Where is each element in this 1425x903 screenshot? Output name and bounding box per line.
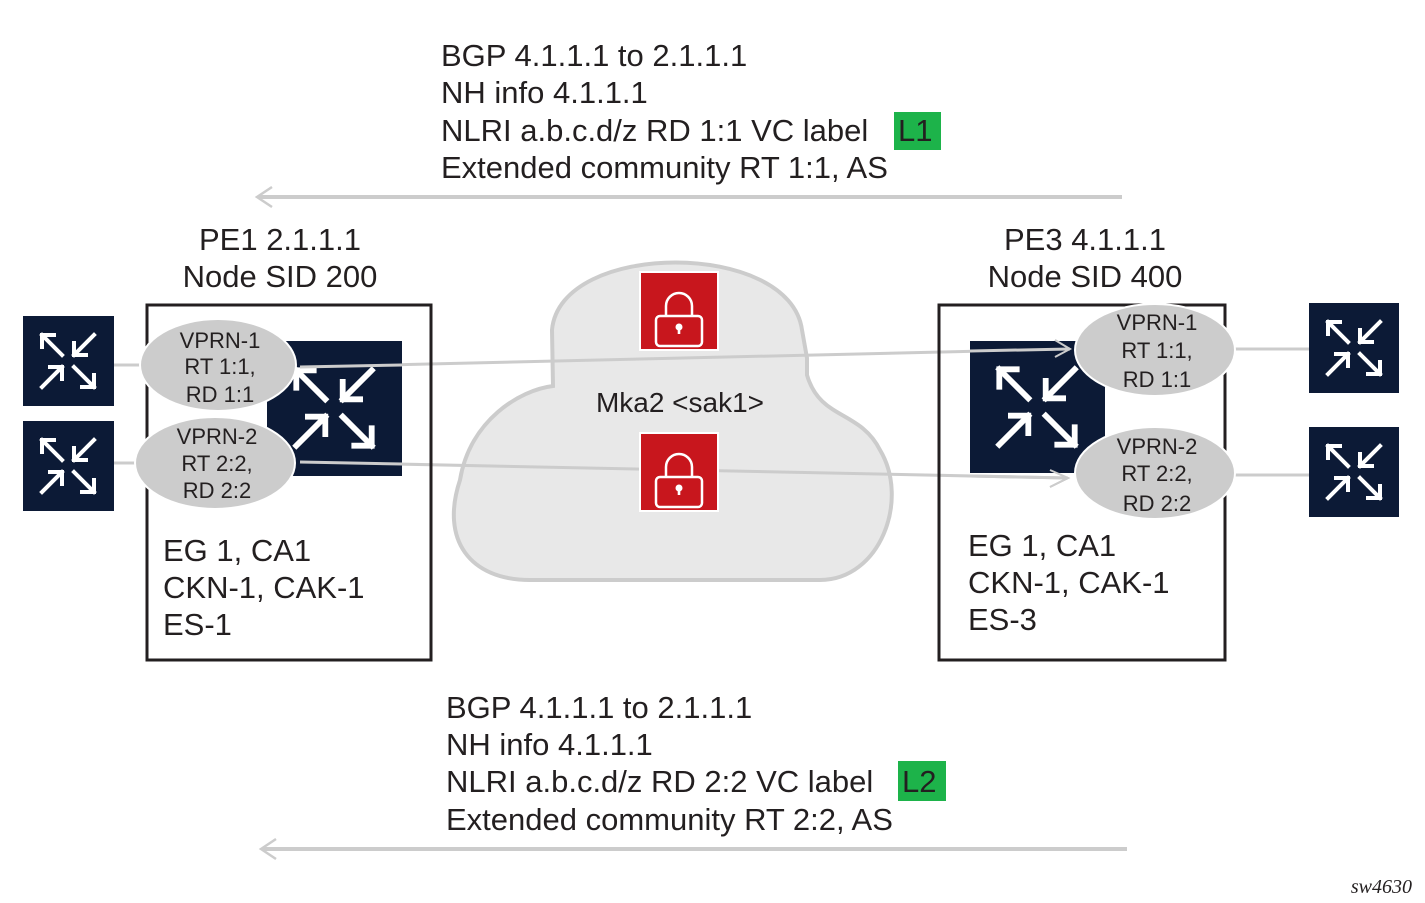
bottom-advert-arrow	[258, 837, 1127, 861]
pe1-vprn2-name: VPRN-2	[177, 424, 258, 449]
ce-router-right-2	[1309, 427, 1399, 517]
top-advertisement: BGP 4.1.1.1 to 2.1.1.1 NH info 4.1.1.1 N…	[441, 38, 941, 185]
pe1-subtitle: Node SID 200	[183, 259, 378, 294]
bottom-advert-line-3: NLRI a.b.c.d/z RD 2:2 VC label	[446, 764, 873, 799]
top-advert-line-3: NLRI a.b.c.d/z RD 1:1 VC label	[441, 113, 868, 148]
pe1-vprn1-rt: RT 1:1,	[184, 354, 255, 379]
bottom-advert-line-1: BGP 4.1.1.1 to 2.1.1.1	[446, 690, 752, 725]
pe3-vprn1-rd: RD 1:1	[1123, 367, 1191, 392]
pe3-node: PE3 4.1.1.1 Node SID 400 VPRN-1 RT 1:1, …	[937, 222, 1236, 662]
top-advert-arrow	[254, 185, 1122, 209]
bottom-label-l2: L2	[902, 764, 936, 799]
pe1-vprn1-bubble	[139, 318, 297, 412]
bottom-advert-line-4: Extended community RT 2:2, AS	[446, 802, 893, 837]
ce-router-left-2	[23, 421, 114, 511]
top-advert-line-1: BGP 4.1.1.1 to 2.1.1.1	[441, 38, 747, 73]
top-label-highlight	[894, 112, 941, 150]
pe3-info-3: ES-3	[968, 602, 1037, 637]
pe1-vprn1-name: VPRN-1	[180, 328, 261, 353]
lock-bottom	[639, 432, 719, 512]
cloud-label: Mka2 <sak1>	[596, 387, 764, 418]
pe1-node: PE1 2.1.1.1 Node SID 200 VPRN-1 RT 1:1, …	[134, 222, 433, 662]
lock-top	[639, 271, 719, 351]
bottom-label-highlight	[898, 761, 946, 801]
network-cloud: Mka2 <sak1>	[451, 260, 894, 582]
bottom-advert-line-2: NH info 4.1.1.1	[446, 727, 653, 762]
top-advert-line-2: NH info 4.1.1.1	[441, 75, 648, 110]
top-advert-line-4: Extended community RT 1:1, AS	[441, 150, 888, 185]
ce-router-right-1	[1309, 303, 1399, 393]
bottom-advertisement: BGP 4.1.1.1 to 2.1.1.1 NH info 4.1.1.1 N…	[446, 690, 946, 837]
pe3-title: PE3 4.1.1.1	[1004, 222, 1166, 257]
pe1-vprn2-rt: RT 2:2,	[181, 451, 252, 476]
pe3-subtitle: Node SID 400	[988, 259, 1183, 294]
pe1-info-3: ES-1	[163, 607, 232, 642]
pe3-vprn2-rd: RD 2:2	[1123, 491, 1191, 516]
pe3-info-2: CKN-1, CAK-1	[968, 565, 1170, 600]
pe1-info-1: EG 1, CA1	[163, 533, 311, 568]
pe1-vprn2-rd: RD 2:2	[183, 478, 251, 503]
pe1-vprn2-bubble	[134, 416, 296, 510]
pe3-vprn2-bubble	[1074, 426, 1236, 520]
pe1-title: PE1 2.1.1.1	[199, 222, 361, 257]
ce-router-left-1	[23, 316, 114, 406]
pe3-vprn1-name: VPRN-1	[1117, 310, 1198, 335]
pe1-info-2: CKN-1, CAK-1	[163, 570, 365, 605]
figure-id: sw4630	[1351, 876, 1412, 898]
pe3-vprn2-rt: RT 2:2,	[1121, 461, 1192, 486]
pe1-vprn1-rd: RD 1:1	[186, 382, 254, 407]
vprn1-link	[299, 347, 1071, 369]
top-label-l1: L1	[898, 113, 932, 148]
pe3-vprn1-rt: RT 1:1,	[1121, 338, 1192, 363]
pe3-vprn1-bubble	[1074, 303, 1236, 397]
pe3-vprn2-name: VPRN-2	[1117, 434, 1198, 459]
pe3-info-1: EG 1, CA1	[968, 528, 1116, 563]
